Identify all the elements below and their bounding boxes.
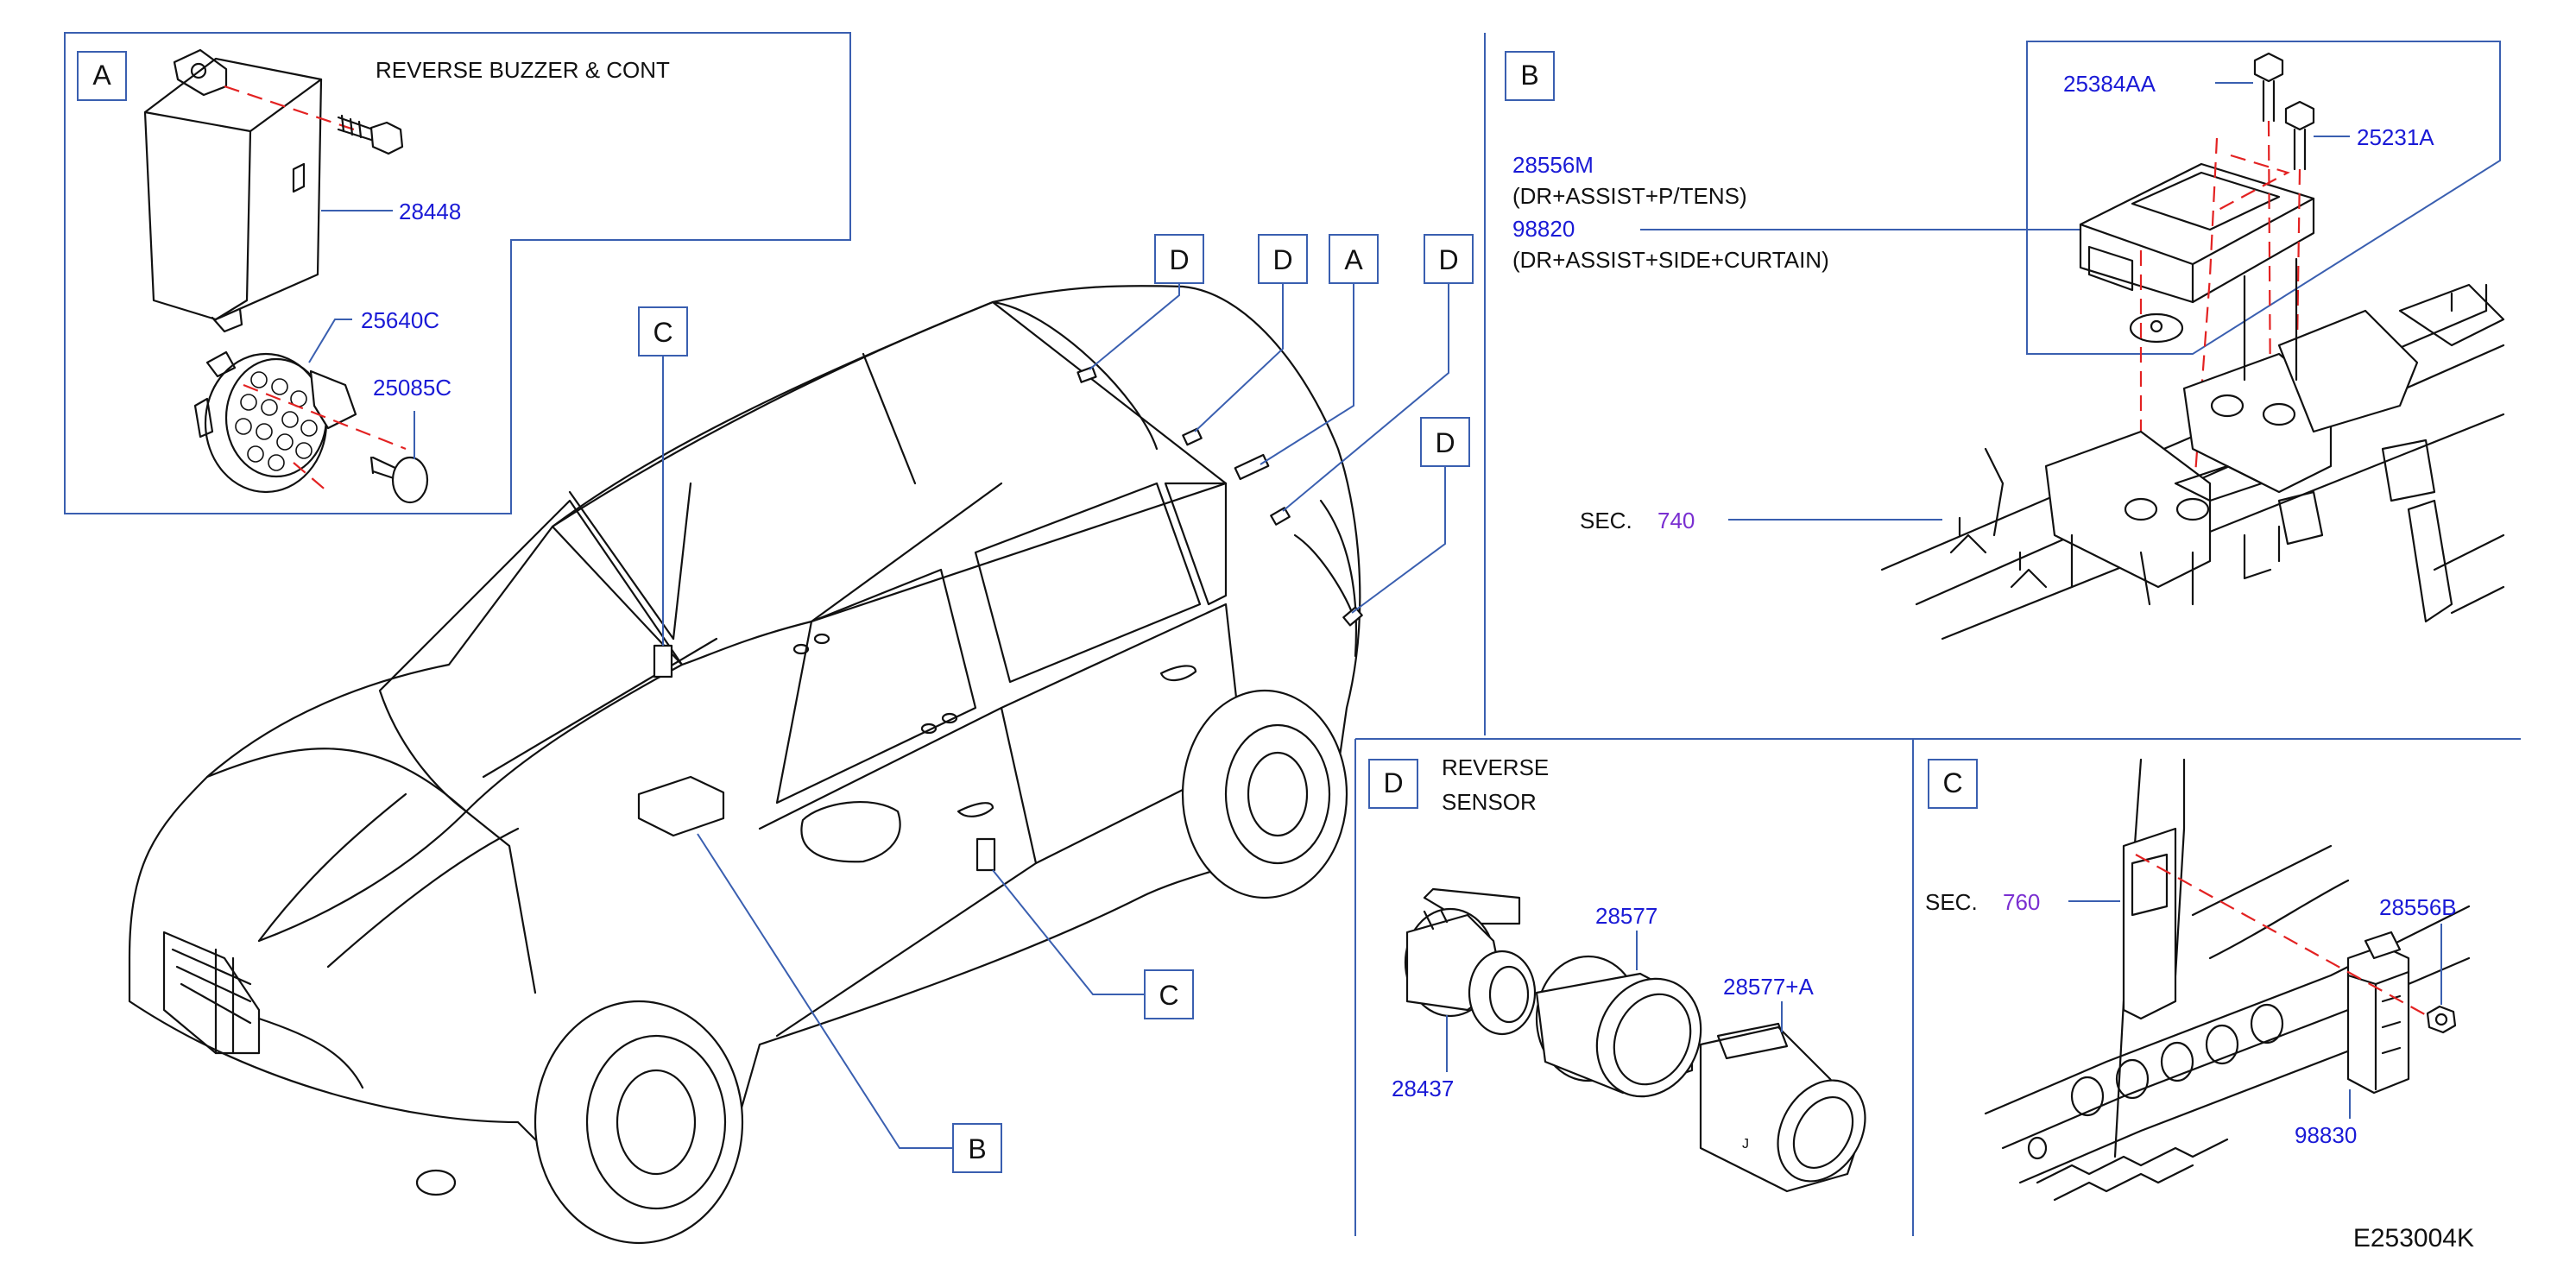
panel-c-sec-label: SEC. [1925,889,1978,915]
callout-c-upper: C [653,317,672,348]
callout-d-2: D [1272,244,1292,275]
callout-d-1: D [1169,244,1189,275]
panel-d: D REVERSE SENSOR 28437 28577 [1354,738,2521,1236]
panel-a-letter-box [77,51,127,101]
panel-a-letter: A [92,60,111,91]
callout-a-vehicle: A [1344,244,1363,275]
panel-a-frame [64,32,851,514]
panel-c-sec-number: 760 [2003,889,2040,915]
part-28556M: 28556M [1512,152,1594,178]
part-28577+A: 28577+A [1723,974,1814,1000]
panel-d-letter-box [1368,759,1418,809]
panel-b: B 28556M (DR+ASSIST+P/TENS) 98820 (DR+AS… [1484,33,2505,735]
panel-b-letter-box [1505,51,1555,101]
bolt-drawing [337,114,404,155]
callout-d-3: D [1438,244,1458,275]
panel-b-inset-frame [2026,41,2501,355]
airbag-control-unit-drawing [2079,162,2315,344]
part-98830: 98830 [2295,1122,2357,1148]
part-25231A: 25231A [2357,124,2434,150]
floor-bracket-drawing [1880,257,2505,640]
panel-c: C SEC. 760 [1925,758,2471,1202]
panel-a: A REVERSE BUZZER & CONT 28448 [64,32,851,514]
panel-b-letter: B [1520,60,1538,91]
bolt-25384AA-drawing [2253,52,2284,123]
guide-b-4 [2139,154,2290,509]
panel-b-sec-label: SEC. [1580,508,1632,533]
bezel-mark: J [1742,1137,1749,1152]
callout-b-vehicle: B [968,1133,986,1164]
panel-d-letter: D [1383,767,1403,798]
callout-d-4: D [1435,427,1455,458]
sensor-body-drawing [1404,887,1537,1036]
screw-drawing [369,456,429,504]
callout-c-lower: C [1159,980,1178,1011]
part-25085C: 25085C [373,375,451,401]
panel-c-letter: C [1942,767,1962,798]
vehicle-callouts: C D D A D D C B [638,234,1474,1173]
panel-c-letter-box [1928,759,1978,809]
buzzer-control-unit-drawing [143,48,323,333]
b-pillar-sill-drawing [1984,758,2471,1202]
panel-d-title-line-1: REVERSE [1442,754,1549,780]
part-28577: 28577 [1595,903,1657,929]
sensor-bezel-drawing [1699,1022,1866,1193]
part-25384AA: 25384AA [2063,71,2156,97]
vehicle-drawing [128,285,1363,1245]
diagram-code: E253004K [2353,1224,2474,1253]
panel-a-title: REVERSE BUZZER & CONT [376,57,670,83]
part-25640C: 25640C [361,307,439,333]
panel-b-sec-number: 740 [1657,508,1695,533]
part-28448: 28448 [399,199,461,224]
part-98820-desc: (DR+ASSIST+SIDE+CURTAIN) [1512,247,1829,273]
side-impact-sensor-drawing [2346,931,2410,1095]
nut-drawing [2426,1005,2457,1034]
buzzer-drawing [193,350,357,494]
bolt-25231A-drawing [2284,100,2315,171]
part-28556B: 28556B [2379,894,2457,920]
part-98820: 98820 [1512,216,1575,242]
guide-c [2135,854,2430,1018]
part-28437: 28437 [1392,1076,1454,1101]
panel-d-title-line-2: SENSOR [1442,789,1537,815]
leader-25640C [308,319,352,363]
buzzer-guide-line [243,383,407,493]
part-28556M-desc: (DR+ASSIST+P/TENS) [1512,183,1747,209]
sensor-holder-ring-drawing [1535,955,1702,1098]
